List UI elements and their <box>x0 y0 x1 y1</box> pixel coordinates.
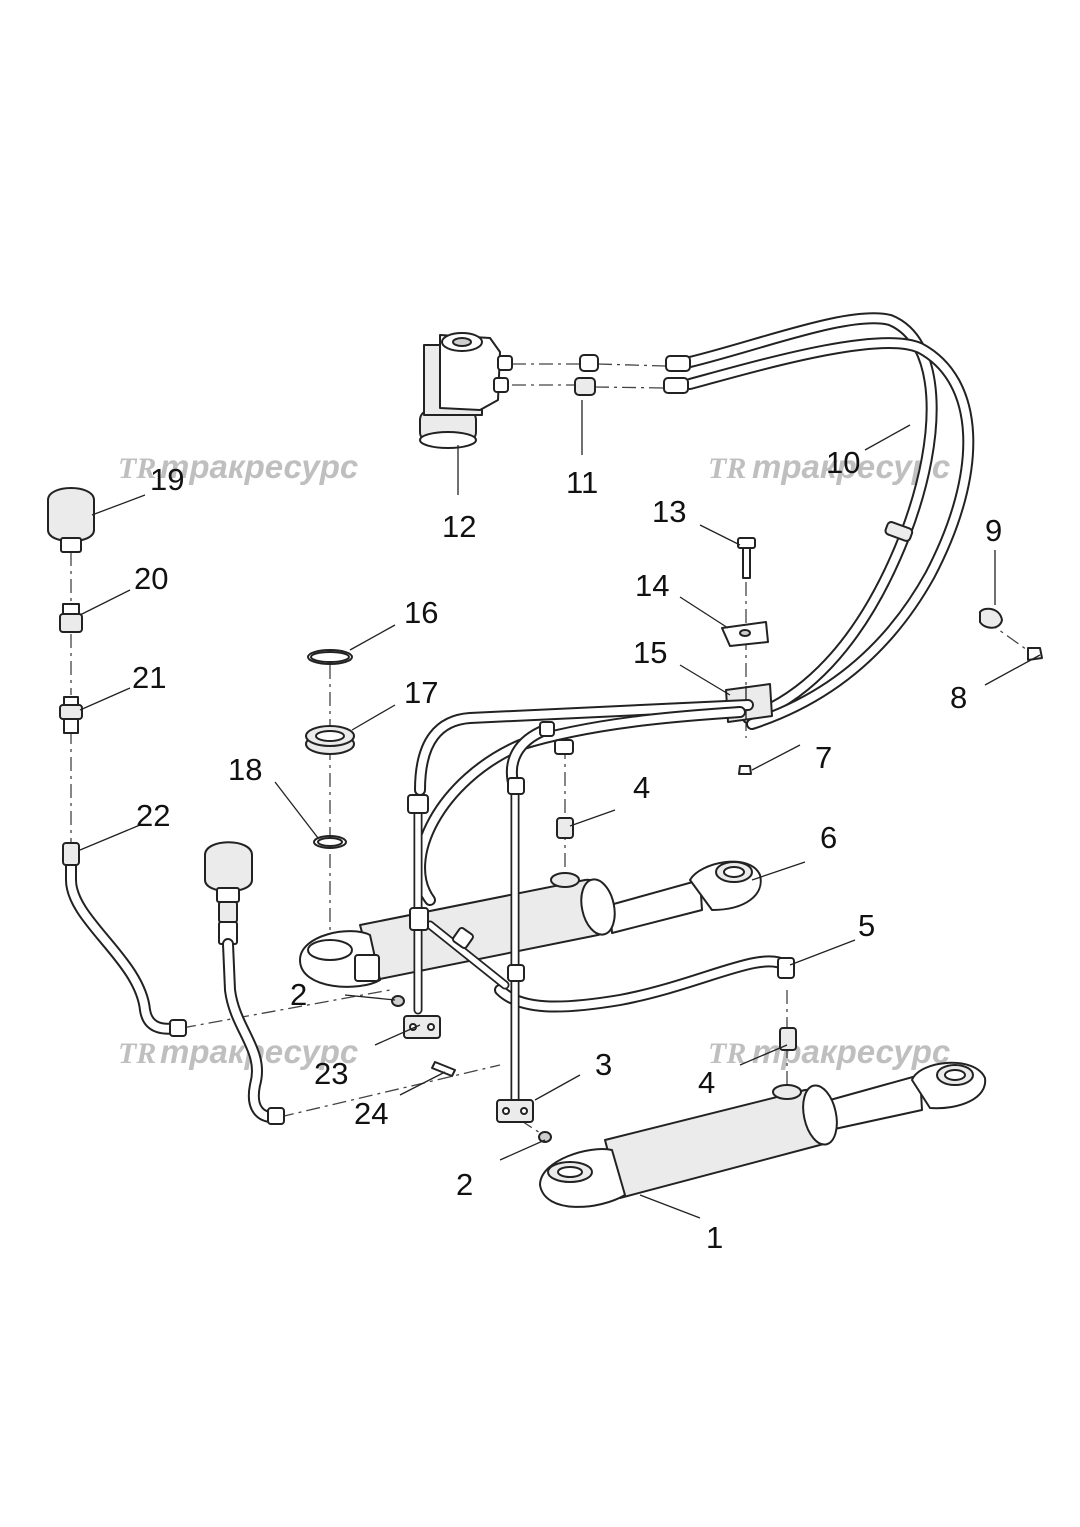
rigid-pipes <box>391 699 795 1143</box>
callout-3: 3 <box>595 1047 612 1082</box>
callout-14: 14 <box>635 568 669 603</box>
callout-24: 24 <box>354 1096 388 1131</box>
callout-16: 16 <box>404 595 438 630</box>
callout-20: 20 <box>134 561 168 596</box>
callout-1: 1 <box>706 1220 723 1255</box>
adapter-pair <box>574 354 599 396</box>
callout-2-lower: 2 <box>456 1167 473 1202</box>
callout-22: 22 <box>136 798 170 833</box>
steering-cylinder-upper <box>299 860 762 988</box>
callout-numbers: 1 2 2 3 4 4 5 6 7 8 9 10 11 12 13 14 15 … <box>132 445 1002 1255</box>
callout-7: 7 <box>815 740 832 775</box>
steering-cylinder-lower <box>539 1027 987 1208</box>
callout-4-lower: 4 <box>698 1065 715 1100</box>
callout-21: 21 <box>132 660 166 695</box>
watermark-logo: TR <box>118 452 156 485</box>
accumulator-left <box>47 487 187 1037</box>
callout-6: 6 <box>820 820 837 855</box>
callout-23: 23 <box>314 1056 348 1091</box>
callout-18: 18 <box>228 752 262 787</box>
callout-10: 10 <box>826 445 860 480</box>
seal-rings <box>305 649 355 849</box>
callout-17: 17 <box>404 675 438 710</box>
callout-8: 8 <box>950 680 967 715</box>
watermark-logo: TR <box>708 452 746 485</box>
watermark-top-left: TR тракресурс <box>118 448 358 485</box>
callout-11: 11 <box>566 465 598 500</box>
watermark-bottom-right: TR тракресурс <box>708 1033 950 1070</box>
hose-clamp-assembly <box>721 537 773 775</box>
accumulator-center <box>204 841 285 1125</box>
callout-12: 12 <box>442 509 476 544</box>
leader-lines <box>79 400 1041 1219</box>
callout-5: 5 <box>858 908 875 943</box>
callout-9: 9 <box>985 513 1002 548</box>
steering-unit <box>419 332 513 449</box>
steering-hoses <box>663 312 975 730</box>
clip-and-screw <box>979 607 1043 661</box>
watermark-logo: TR <box>118 1037 156 1070</box>
callout-4-upper: 4 <box>633 770 650 805</box>
callout-15: 15 <box>633 635 667 670</box>
callout-2-upper: 2 <box>290 977 307 1012</box>
callout-19: 19 <box>150 462 184 497</box>
callout-13: 13 <box>652 494 686 529</box>
watermark-text: тракресурс <box>160 448 358 485</box>
